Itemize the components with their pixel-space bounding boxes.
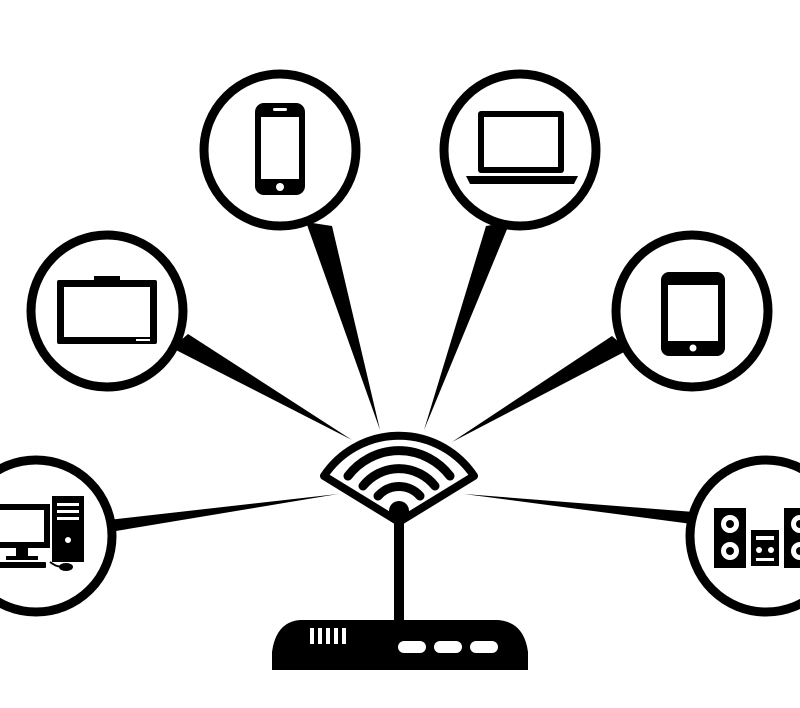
router-vents bbox=[310, 628, 346, 644]
connector-phone bbox=[306, 222, 380, 430]
connectors bbox=[108, 222, 694, 532]
tv-icon bbox=[57, 276, 157, 344]
connector-tv bbox=[172, 334, 352, 440]
wifi-dot bbox=[389, 501, 409, 521]
router-status-lights bbox=[398, 641, 498, 653]
laptop-icon bbox=[466, 111, 578, 184]
router-light-2 bbox=[434, 641, 462, 653]
wifi-arc-outer bbox=[343, 446, 455, 481]
router-light-3 bbox=[470, 641, 498, 653]
connector-tablet bbox=[452, 336, 628, 442]
router-light-1 bbox=[398, 641, 426, 653]
stereo-speakers-icon bbox=[714, 508, 800, 568]
router bbox=[272, 620, 528, 670]
desktop-computer-icon bbox=[0, 496, 84, 571]
connector-desktop bbox=[108, 494, 338, 532]
connector-laptop bbox=[424, 222, 510, 430]
wifi-arc-inner bbox=[373, 482, 425, 501]
wifi-icon bbox=[320, 431, 478, 526]
smartphone-icon bbox=[255, 103, 305, 195]
wifi-arc-middle bbox=[358, 464, 440, 491]
connector-stereo bbox=[464, 494, 694, 524]
router-antenna bbox=[394, 514, 404, 622]
tablet-icon bbox=[661, 272, 725, 356]
